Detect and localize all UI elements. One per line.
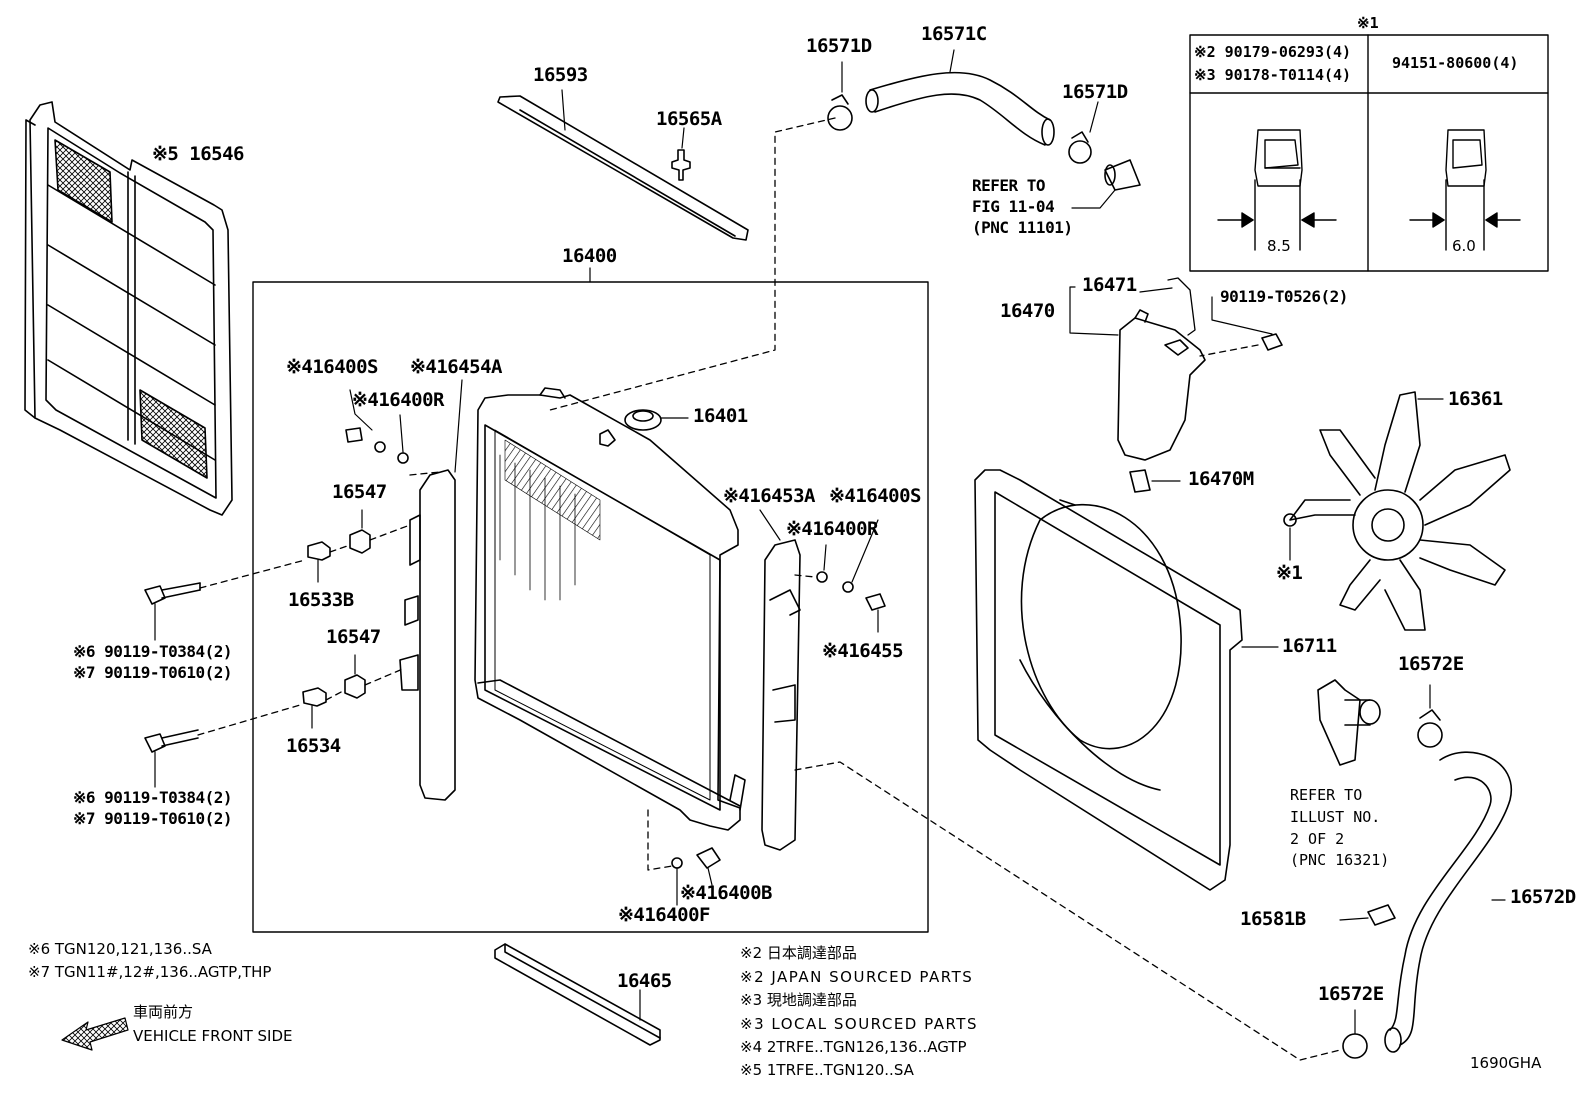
label-16470M: 16470M [1188, 468, 1254, 490]
fan-shroud-16711 [974, 469, 1243, 891]
refer-illust-line3: 2 OF 2 [1290, 829, 1345, 848]
clip-16565A [671, 149, 691, 181]
footnote-3-en: ※3 LOCAL SOURCED PARTS [740, 1015, 978, 1033]
radiator-16400 [474, 387, 746, 831]
refer-fig-line1: REFER TO [972, 176, 1046, 195]
table-right-row1: 94151-80600(4) [1392, 54, 1519, 72]
refer-illust-text: REFER TO ILLUST NO. 2 OF 2 (PNC 16321) [1290, 785, 1389, 872]
water-inlet [1317, 679, 1381, 766]
drain-parts-left [345, 389, 409, 464]
refer-illust-line4: (PNC 16321) [1290, 851, 1390, 870]
table-left-dim: 8.5 [1267, 237, 1291, 255]
hose-16572D [1384, 751, 1513, 1053]
label-16453A: ※416453A [723, 485, 816, 507]
label-16401: 16401 [693, 405, 748, 427]
hose-16571C [865, 71, 1055, 146]
fan-16361 [1283, 391, 1511, 631]
label-16400B: ※416400B [680, 882, 773, 904]
cap-16470M [1129, 469, 1151, 493]
refer-illust-line1: REFER TO [1290, 786, 1363, 804]
label-16533B: 16533B [288, 589, 354, 611]
front-direction-arrow [61, 1017, 129, 1051]
label-16470: 16470 [1000, 300, 1055, 322]
footnote-7: ※7 TGN11#,12#,136..AGTP,THP [28, 963, 272, 981]
side-bracket-16453A [761, 539, 801, 851]
refer-illust-line2: ILLUST NO. [1290, 807, 1381, 826]
label-16400S-left: ※416400S [286, 356, 379, 378]
label-16471: 16471 [1082, 274, 1137, 296]
clamp-16581B [1367, 904, 1396, 926]
label-bolt-lower-6: ※6 90119-T0384(2) [73, 788, 233, 807]
label-16711: 16711 [1282, 635, 1337, 657]
label-16465: 16465 [617, 970, 672, 992]
footnote-2-jp: ※2 日本調達部品 [740, 944, 857, 962]
label-bolt-upper-6: ※6 90119-T0384(2) [73, 642, 233, 661]
bolt-lower [144, 729, 199, 753]
mount-16547-lower [344, 674, 366, 699]
table-header: ※1 [1357, 14, 1379, 32]
reservoir-16470 [1117, 277, 1206, 461]
fastener-table [1189, 34, 1549, 272]
radiator-screen-16546 [24, 101, 233, 516]
drain-cock [671, 847, 721, 906]
clamp-16572E-lower [1342, 1033, 1368, 1059]
label-16571D-a: 16571D [806, 35, 872, 57]
table-right-dim: 6.0 [1452, 237, 1476, 255]
label-16455: ※416455 [822, 640, 904, 662]
footnote-4: ※4 2TRFE..TGN126,136..AGTP [740, 1038, 967, 1056]
direction-jp: 車両前方 [133, 1003, 194, 1021]
clamp-16572E-upper [1417, 709, 1443, 748]
footnote-2-en: ※2 JAPAN SOURCED PARTS [740, 968, 974, 986]
grommet-16534 [302, 687, 327, 707]
label-16572D: 16572D [1510, 886, 1576, 908]
seal-16593 [497, 95, 749, 241]
table-left-row1: ※2 90179-06293(4) [1194, 43, 1352, 61]
footnote-5: ※5 1TRFE..TGN120..SA [740, 1061, 914, 1079]
footnote-6: ※6 TGN120,121,136..SA [28, 940, 212, 958]
label-16547-upper: 16547 [332, 481, 387, 503]
label-16546: ※5 16546 [152, 143, 245, 165]
label-bolt-upper-7: ※7 90119-T0610(2) [73, 663, 233, 682]
label-16572E-lower: 16572E [1318, 983, 1384, 1005]
label-90119-T0526: 90119-T0526(2) [1220, 287, 1348, 306]
table-left-row2: ※3 90178-T0114(4) [1194, 66, 1352, 84]
label-16572E-upper: 16572E [1398, 653, 1464, 675]
label-16571C: 16571C [921, 23, 987, 45]
label-16534: 16534 [286, 735, 341, 757]
label-16400F: ※416400F [618, 904, 711, 926]
seal-16465 [494, 943, 661, 1046]
figure-code: 1690GHA [1470, 1054, 1542, 1072]
clamp-16571D-left [827, 94, 853, 131]
label-16581B: 16581B [1240, 908, 1306, 930]
label-16400S-right: ※416400S [829, 485, 922, 507]
grommet-16533B [307, 541, 331, 561]
mount-16547-upper [349, 529, 371, 554]
label-x1: ※1 [1276, 562, 1303, 584]
label-16400R-left: ※416400R [352, 389, 445, 411]
side-bracket-16454A [399, 469, 456, 801]
refer-fig-line3: (PNC 11101) [972, 217, 1073, 237]
clamp-16571D-right [1068, 131, 1092, 164]
refer-fig-text: REFER TO FIG 11-04 (PNC 11101) [972, 176, 1073, 238]
pipe-refer [1104, 159, 1141, 191]
drain-parts-right [816, 519, 886, 633]
bolt-upper [144, 582, 201, 605]
radiator-cap-16401 [624, 409, 689, 431]
refer-fig-line2: FIG 11-04 [972, 196, 1055, 216]
label-16400R-right: ※416400R [786, 518, 879, 540]
bolt-90119-T0526 [1261, 333, 1283, 351]
label-16565A: 16565A [656, 108, 722, 130]
label-16593: 16593 [533, 64, 588, 86]
label-16361: 16361 [1448, 388, 1503, 410]
direction-en: VEHICLE FRONT SIDE [133, 1027, 293, 1045]
label-16454A: ※416454A [410, 356, 503, 378]
footnote-3-jp: ※3 現地調達部品 [740, 991, 857, 1009]
label-bolt-lower-7: ※7 90119-T0610(2) [73, 809, 233, 828]
label-16571D-b: 16571D [1062, 81, 1128, 103]
label-16547-lower: 16547 [326, 626, 381, 648]
label-16400: 16400 [562, 245, 617, 267]
